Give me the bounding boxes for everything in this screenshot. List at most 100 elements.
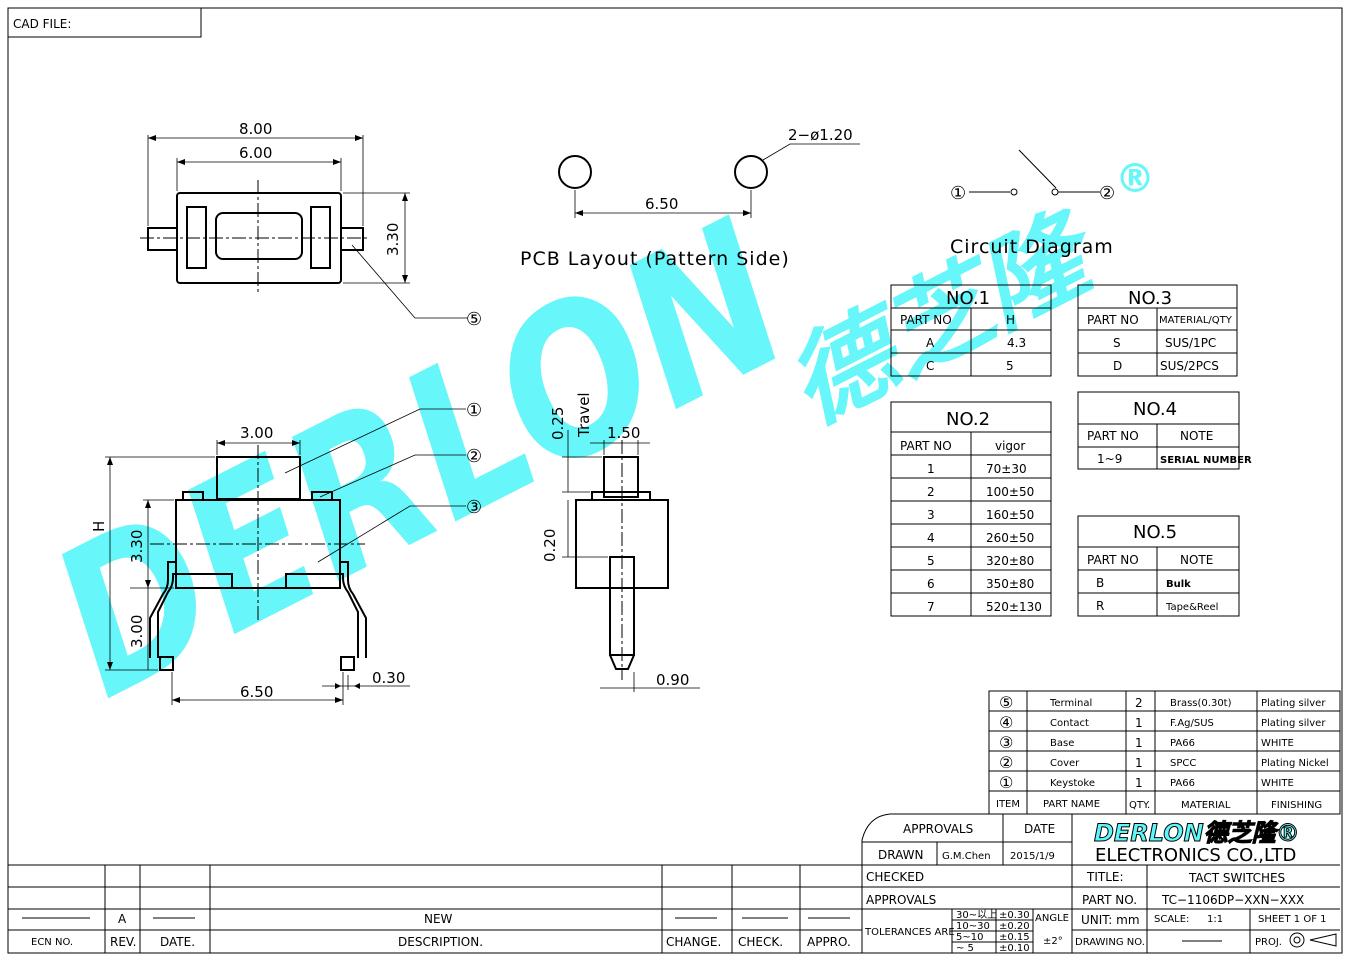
table-cell: 5: [927, 554, 935, 568]
circuit-pin2: ②: [1099, 183, 1115, 204]
dim-body: 6.00: [239, 144, 272, 162]
svg-text:±2°: ±2°: [1043, 936, 1063, 947]
table-cell: 6: [927, 577, 935, 591]
dim-pitch: 6.50: [240, 683, 273, 701]
svg-text:PART NO: PART NO: [900, 313, 952, 327]
revision-block: A NEW ECN NO. REV. DATE. DESCRIPTION. CH…: [8, 864, 863, 953]
table-cell: Brass(0.30t): [1170, 698, 1232, 709]
svg-text:CHANGE.: CHANGE.: [666, 935, 721, 949]
table-cell: 100±50: [986, 485, 1034, 499]
svg-text:Bulk: Bulk: [1166, 579, 1191, 590]
dim-top: 3.00: [240, 424, 273, 442]
table-cell: Keystoke: [1050, 778, 1095, 789]
svg-text:APPROVALS: APPROVALS: [903, 822, 973, 836]
svg-text:PART NO: PART NO: [1087, 429, 1139, 443]
table-cell: 10~30: [956, 921, 990, 932]
svg-text:PART NO: PART NO: [900, 439, 952, 453]
svg-text:ITEM: ITEM: [996, 799, 1020, 810]
svg-text:APPRO.: APPRO.: [807, 935, 851, 949]
svg-text:CHECK.: CHECK.: [738, 935, 783, 949]
dim-leg: 3.00: [128, 615, 146, 648]
table-cell: 2: [1135, 696, 1143, 710]
svg-text:ANGLE: ANGLE: [1035, 913, 1069, 924]
cad-file-label: CAD FILE:: [13, 17, 71, 31]
svg-text:PART NAME: PART NAME: [1043, 799, 1100, 810]
svg-text:R: R: [1096, 599, 1104, 613]
table-cell: ①: [999, 773, 1013, 792]
svg-text:PART NO: PART NO: [1087, 553, 1139, 567]
svg-text:APPROVALS: APPROVALS: [866, 893, 936, 907]
no2-title: NO.2: [946, 409, 990, 430]
title-block: APPROVALS DATE DRAWN G.M.Chen 2015/1/9 C…: [861, 813, 1340, 954]
table-cell: Cover: [1050, 758, 1080, 769]
pcb-hole-spec: 2−ø1.20: [788, 126, 853, 144]
table-cell: Contact: [1050, 718, 1089, 729]
svg-text:DRAWING NO.: DRAWING NO.: [1075, 937, 1145, 948]
svg-text:MATERIAL/QTY: MATERIAL/QTY: [1159, 315, 1233, 326]
svg-text:PART NO.: PART NO.: [1082, 893, 1137, 907]
svg-text:CHECKED: CHECKED: [866, 870, 924, 884]
dim-body-h: 3.30: [128, 530, 146, 563]
table-cell: 320±80: [986, 554, 1034, 568]
svg-text:QTY.: QTY.: [1129, 800, 1150, 811]
svg-text:1~9: 1~9: [1097, 452, 1122, 466]
travel-label: Travel: [575, 392, 593, 438]
svg-text:SUS/2PCS: SUS/2PCS: [1160, 359, 1219, 373]
table-no5: NO.5 PART NO NOTE B Bulk R Tape&Reel: [1077, 515, 1240, 617]
callout-3: ③: [466, 497, 482, 518]
dim-gap: 0.20: [541, 529, 559, 562]
svg-text:2015/1/9: 2015/1/9: [1010, 851, 1055, 862]
no5-title: NO.5: [1133, 522, 1177, 543]
table-cell: 1: [1135, 776, 1143, 790]
svg-text:FINISHING: FINISHING: [1271, 800, 1322, 811]
svg-text:NEW: NEW: [424, 912, 453, 926]
cad-file-box: [7, 7, 202, 38]
dim-height: 3.30: [384, 223, 402, 256]
svg-text:4.3: 4.3: [1007, 336, 1026, 350]
svg-text:MATERIAL: MATERIAL: [1181, 800, 1231, 811]
table-cell: ±0.20: [999, 921, 1030, 932]
table-cell: F.Ag/SUS: [1170, 718, 1214, 729]
pcb-spacing: 6.50: [645, 195, 678, 213]
table-cell: PA66: [1170, 738, 1195, 749]
company-name: ELECTRONICS CO.,LTD: [1095, 845, 1296, 866]
table-cell: 1: [1135, 756, 1143, 770]
svg-text:SHEET 1 OF 1: SHEET 1 OF 1: [1258, 914, 1327, 925]
svg-text:TITLE:: TITLE:: [1086, 870, 1124, 884]
table-cell: 1: [1135, 716, 1143, 730]
table-cell: ③: [999, 733, 1013, 752]
no1-title: NO.1: [946, 288, 990, 309]
svg-text:PART NO: PART NO: [1087, 313, 1139, 327]
callout-5: ⑤: [466, 309, 482, 330]
callout-2: ②: [466, 446, 482, 467]
svg-text:UNIT: mm: UNIT: mm: [1081, 913, 1140, 927]
svg-text:D: D: [1113, 359, 1122, 373]
table-cell: Base: [1050, 738, 1074, 749]
table-cell: Plating Nickel: [1261, 758, 1329, 769]
circuit-title: Circuit Diagram: [950, 236, 1114, 258]
svg-text:1:1: 1:1: [1207, 914, 1223, 925]
svg-text:A: A: [118, 912, 127, 926]
side-view: 1.50 0.25 Travel 0.20 0.90: [541, 392, 700, 692]
table-cell: ±0.10: [999, 943, 1030, 954]
table-cell: 520±130: [986, 600, 1042, 614]
drawing-border: [7, 7, 1343, 954]
table-cell: Terminal: [1049, 698, 1092, 709]
watermark-reg: ®: [1115, 156, 1155, 202]
svg-text:G.M.Chen: G.M.Chen: [942, 851, 991, 862]
drawing-title: TACT SWITCHES: [1188, 871, 1285, 885]
table-cell: 7: [927, 600, 935, 614]
svg-text:NOTE: NOTE: [1180, 553, 1213, 567]
svg-text:DESCRIPTION.: DESCRIPTION.: [398, 935, 483, 949]
no3-title: NO.3: [1128, 288, 1172, 309]
table-cell: 3: [927, 508, 935, 522]
table-cell: ②: [999, 753, 1013, 772]
table-cell: 5~10: [956, 932, 983, 943]
circuit-diagram: ① ② Circuit Diagram: [950, 149, 1115, 258]
table-cell: PA66: [1170, 778, 1195, 789]
projection-symbol-icon: [1289, 932, 1337, 948]
table-cell: 1: [1135, 736, 1143, 750]
svg-text:Tape&Reel: Tape&Reel: [1165, 602, 1218, 613]
dim-side-leg: 0.90: [656, 671, 689, 689]
